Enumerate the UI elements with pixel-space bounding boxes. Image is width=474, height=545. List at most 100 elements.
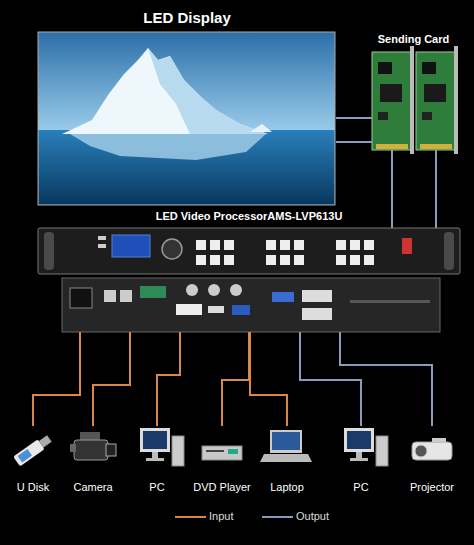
processor-front-panel (98, 236, 106, 240)
device-box: Laptop (259, 426, 315, 496)
projector-icon (415, 445, 427, 457)
input-cable (33, 332, 80, 426)
processor-back-panel (230, 284, 242, 296)
processor-back-panel (208, 284, 220, 296)
pc-icon (347, 431, 371, 449)
dvd-player-icon (202, 446, 242, 460)
device-box: DVD Player (189, 426, 255, 496)
processor-back-panel (62, 278, 440, 332)
processor-front-panel (196, 240, 234, 265)
output-cable (300, 332, 361, 426)
box-heading: LED Video ProcessorAMS-LVP613U (156, 210, 343, 223)
processor-back-panel (302, 290, 332, 302)
processor-back-panel (302, 308, 332, 320)
u-disk-icon (13, 434, 53, 467)
laptop-icon (272, 432, 300, 450)
legend-entry: Input (209, 510, 233, 523)
dvd-player-icon (202, 446, 242, 460)
wire-stub (364, 117, 372, 119)
sending-card-board (376, 144, 408, 149)
input-cable (250, 332, 287, 426)
device-box: PC (129, 426, 185, 496)
output-cable (391, 155, 393, 208)
processor-back-panel (104, 290, 116, 302)
led-screen (39, 130, 335, 205)
device-label: U Disk (17, 481, 49, 494)
legend-sample (262, 516, 293, 518)
pc-icon (356, 452, 362, 458)
processor-back-panel (140, 286, 166, 298)
led-screen (38, 32, 335, 205)
pc-icon (152, 452, 158, 458)
camera-icon (70, 432, 116, 460)
processor-back-panel (272, 292, 294, 302)
wire-stub (435, 207, 437, 228)
pc-icon (344, 428, 374, 452)
processor-front-panel (336, 240, 374, 265)
processor-front-panel (38, 228, 460, 274)
camera-icon (74, 440, 108, 460)
sending-card-board (422, 112, 432, 120)
pc-icon (143, 431, 167, 449)
projector-icon (412, 442, 452, 460)
output-cable (340, 332, 432, 426)
device-box: PC (333, 426, 389, 496)
processor-back-panel (176, 304, 202, 315)
camera-icon (70, 444, 76, 452)
dvd-player-icon (206, 450, 224, 452)
legend-label: Input (209, 510, 233, 523)
sending-card-box: Sending Card (365, 28, 462, 155)
led-screen (250, 124, 272, 132)
input-cable (222, 332, 249, 426)
input-cable (93, 332, 130, 426)
processor-front-panel (98, 244, 106, 248)
sending-card-board (424, 84, 446, 102)
processor-front-panel (112, 235, 150, 257)
display-box: LED Display (38, 8, 336, 206)
laptop-icon (260, 454, 312, 462)
projector-icon (412, 438, 452, 460)
processor-back-panel (186, 284, 198, 296)
processor-back-panel (208, 306, 224, 313)
processor-front-panel (38, 228, 460, 274)
device-label: PC (353, 481, 368, 494)
led-screen (70, 134, 266, 160)
sending-card-board (410, 46, 414, 154)
sending-card-board (378, 62, 392, 74)
u-disk-icon (13, 439, 44, 466)
processor-front-panel (444, 232, 454, 270)
processor-front-panel (266, 240, 304, 265)
processor-back-panel (62, 278, 440, 332)
input-cable (157, 332, 180, 426)
pc-icon (140, 428, 184, 466)
laptop-icon (270, 430, 302, 453)
dvd-player-icon (228, 449, 238, 454)
device-label: PC (149, 481, 164, 494)
pc-icon (350, 458, 368, 461)
pc-icon (172, 436, 184, 466)
device-box: Projector (404, 426, 460, 496)
camera-icon (80, 432, 100, 440)
processor-front-panel (44, 232, 54, 270)
laptop-icon (260, 430, 312, 462)
wire-stub (364, 118, 436, 228)
legend-sample (175, 516, 206, 518)
processor-back-panel (350, 300, 430, 303)
led-screen (62, 48, 268, 134)
sending-card-board (416, 52, 456, 150)
processor-box: LED Video ProcessorAMS-LVP613U (38, 208, 460, 332)
u-disk-icon (39, 435, 52, 447)
camera-icon (106, 444, 116, 456)
pc-icon (140, 428, 170, 452)
output-cable (336, 117, 365, 119)
projector-icon (432, 438, 446, 442)
device-label: Projector (410, 481, 454, 494)
sending-card-board (420, 144, 452, 149)
u-disk-icon (18, 449, 32, 462)
pc-icon (146, 458, 164, 461)
sending-card-board (422, 62, 436, 74)
processor-back-panel (70, 288, 92, 308)
